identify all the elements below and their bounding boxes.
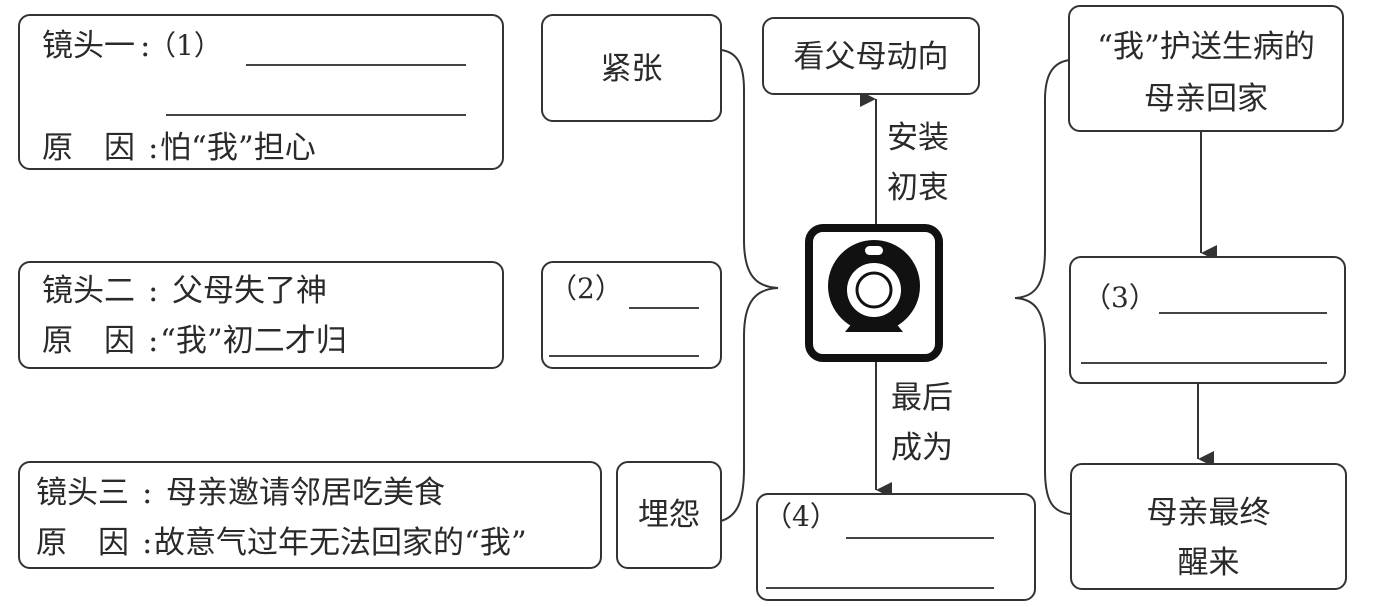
shot-2-box: 镜头二 : 父母失了神 原 因 : “我”初二才归 — [18, 261, 504, 369]
top-arrow-label-line-1: 安装 — [887, 120, 949, 156]
shot-1-answer-blank-line-2[interactable] — [166, 114, 466, 116]
shot-2-label: 镜头二 — [42, 273, 135, 309]
bottom-arrow-label-line-1: 最后 — [891, 380, 953, 416]
step-1-text-line-1: “我”护送生病的 — [1097, 29, 1315, 65]
step-1-box: “我”护送生病的 母亲回家 — [1068, 5, 1344, 132]
purpose-box: 看父母动向 — [762, 17, 980, 95]
left-brace — [720, 49, 779, 522]
result-answer-blank-line-1[interactable] — [846, 537, 994, 539]
shot-1-blank-number: （1） — [148, 29, 222, 62]
step-3-text-line-2: 醒来 — [1177, 545, 1240, 581]
shot-3-colon-2: : — [142, 525, 153, 561]
step-3-box: 母亲最终 醒来 — [1070, 463, 1347, 590]
shot-1-colon-2: : — [148, 130, 159, 166]
feeling-3-text: 埋怨 — [638, 497, 700, 533]
shot-2-colon-2: : — [148, 323, 159, 359]
shot-1-box: 镜头一 : （1） 原 因 : 怕“我”担心 — [18, 14, 504, 170]
shot-3-label: 镜头三 — [36, 475, 129, 511]
step-2-answer-blank-line-1[interactable] — [1159, 312, 1327, 314]
feeling-2-answer-blank-line-1[interactable] — [629, 307, 699, 309]
step-1-text-line-2: 母亲回家 — [1144, 81, 1268, 117]
step-2-box: （3） — [1069, 256, 1346, 384]
shot-2-content: 父母失了神 — [172, 273, 327, 309]
top-arrow-label-line-2: 初衷 — [887, 170, 949, 206]
purpose-text: 看父母动向 — [793, 39, 949, 75]
shot-1-answer-blank-line-1[interactable] — [246, 64, 466, 66]
shot-3-reason: 故意气过年无法回家的“我” — [154, 525, 527, 561]
shot-3-box: 镜头三 : 母亲邀请邻居吃美食 原 因 : 故意气过年无法回家的“我” — [18, 461, 602, 569]
shot-3-content: 母亲邀请邻居吃美食 — [166, 475, 445, 511]
step-2-blank-number: （3） — [1083, 281, 1157, 314]
shot-2-reason: “我”初二才归 — [160, 323, 347, 359]
feeling-2-blank-number: （2） — [549, 272, 623, 305]
webcam-icon — [805, 224, 943, 362]
shot-3-reason-label: 原 因 — [36, 525, 129, 561]
feeling-2-answer-blank-line-2[interactable] — [549, 355, 699, 357]
step-3-text-line-1: 母亲最终 — [1146, 495, 1271, 531]
shot-1-reason-label: 原 因 — [42, 130, 135, 166]
feeling-1-box: 紧张 — [541, 14, 722, 122]
shot-1-reason: 怕“我”担心 — [160, 130, 316, 166]
result-blank-number: （4） — [764, 500, 838, 533]
feeling-1-text: 紧张 — [600, 51, 663, 87]
shot-2-colon: : — [148, 273, 159, 309]
shot-2-reason-label: 原 因 — [42, 323, 135, 359]
result-answer-blank-line-2[interactable] — [766, 587, 994, 589]
step-2-answer-blank-line-2[interactable] — [1081, 362, 1327, 364]
feeling-2-box: （2） — [541, 261, 722, 369]
feeling-3-box: 埋怨 — [616, 461, 722, 569]
shot-1-colon: : — [140, 28, 151, 64]
result-box: （4） — [756, 493, 1036, 601]
shot-1-label: 镜头一 — [42, 28, 135, 64]
shot-3-colon: : — [142, 475, 153, 511]
right-brace — [1014, 59, 1071, 515]
bottom-arrow-label-line-2: 成为 — [891, 430, 953, 466]
